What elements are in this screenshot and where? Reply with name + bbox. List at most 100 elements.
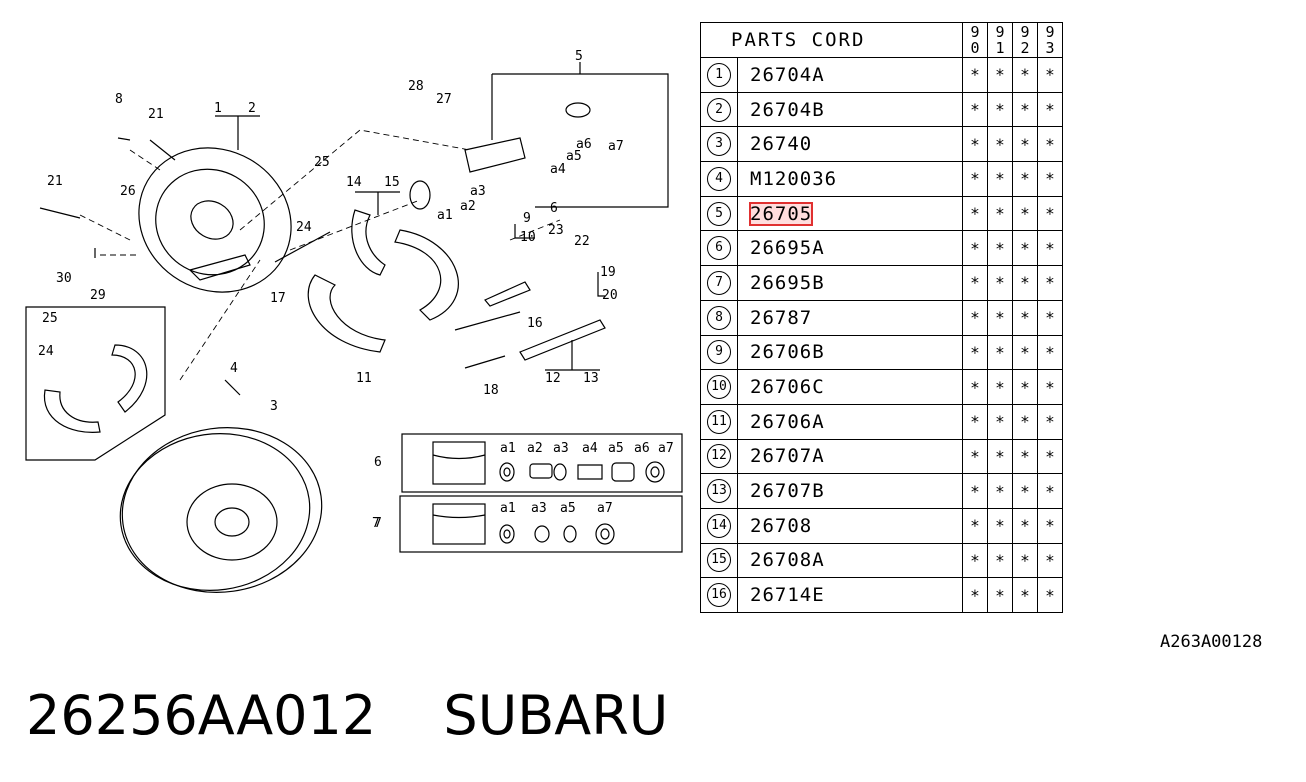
year-mark: * xyxy=(1037,507,1063,544)
callout-24a: 24 xyxy=(296,220,312,235)
year-mark: * xyxy=(987,126,1013,163)
row-number: 7 xyxy=(700,265,738,301)
kit-7-a7: a7 xyxy=(597,501,613,516)
year-mark: * xyxy=(962,577,988,613)
subpart-a7: a7 xyxy=(608,139,624,154)
callout-4: 4 xyxy=(230,361,238,376)
row-number: 2 xyxy=(700,91,738,128)
part-code: 26695A xyxy=(750,237,825,260)
part-code: 26704B xyxy=(750,98,825,121)
part-code-cell: 26708A xyxy=(737,542,963,579)
callout-8: 8 xyxy=(115,92,123,107)
callout-11: 11 xyxy=(356,371,372,386)
callout-9: 9 xyxy=(523,211,531,226)
part-code: 26787 xyxy=(750,306,813,329)
part-code: 26707A xyxy=(750,445,825,468)
row-number-circle: 14 xyxy=(707,513,731,538)
callout-28: 28 xyxy=(408,79,424,94)
part-code: 26714E xyxy=(750,584,825,607)
row-number: 8 xyxy=(700,299,738,336)
part-code-cell: 26705 xyxy=(737,195,963,232)
subpart-a5: a5 xyxy=(566,149,582,164)
year-mark: * xyxy=(1012,299,1038,336)
callout-12: 12 xyxy=(545,371,561,386)
year-mark: * xyxy=(1012,507,1038,544)
year-mark: * xyxy=(1037,195,1063,232)
year-mark: * xyxy=(962,57,988,93)
year-mark: * xyxy=(1037,334,1063,371)
year-mark: * xyxy=(987,473,1013,509)
year-mark: * xyxy=(962,542,988,579)
part-code: 26704A xyxy=(750,63,825,86)
year-mark: * xyxy=(1012,57,1038,93)
part-code-cell: 26708 xyxy=(737,507,963,544)
row-number-circle: 13 xyxy=(707,479,731,504)
part-code-cell: 26706C xyxy=(737,369,963,405)
year-mark: * xyxy=(962,473,988,509)
row-number-circle: 2 xyxy=(707,97,731,122)
row-number-circle: 1 xyxy=(707,62,731,87)
part-code-cell: 26695A xyxy=(737,230,963,267)
subpart-a6: a6 xyxy=(576,137,592,152)
year-mark: * xyxy=(1012,161,1038,197)
year-mark: * xyxy=(987,195,1013,232)
callout-22: 22 xyxy=(574,234,590,249)
year-mark: * xyxy=(1012,473,1038,509)
callout-5: 5 xyxy=(575,49,583,64)
row-number: 14 xyxy=(700,507,738,544)
year-mark: * xyxy=(1037,161,1063,197)
callout-24b: 24 xyxy=(38,344,54,359)
callout-10: 10 xyxy=(520,230,536,245)
year-mark: * xyxy=(987,334,1013,371)
year-mark: * xyxy=(962,230,988,267)
year-mark: * xyxy=(1037,542,1063,579)
year-mark: * xyxy=(1012,577,1038,613)
footer-brand: SUBARU xyxy=(443,684,669,747)
callout-26: 26 xyxy=(120,184,136,199)
row-number: 16 xyxy=(700,577,738,613)
kit-6-a2: a2 xyxy=(527,441,543,456)
year-mark: * xyxy=(962,195,988,232)
kit-7-a3: a3 xyxy=(531,501,547,516)
year-mark: * xyxy=(962,126,988,163)
year-mark: * xyxy=(1037,473,1063,509)
callout-29: 29 xyxy=(90,288,106,303)
part-code-cell: 26704A xyxy=(737,57,963,93)
year-mark: * xyxy=(1037,438,1063,475)
part-code-cell: 26787 xyxy=(737,299,963,336)
year-mark: * xyxy=(1012,195,1038,232)
subpart-a2: a2 xyxy=(460,199,476,214)
wheel-cylinder xyxy=(464,137,526,173)
callout-1: 1 xyxy=(214,101,222,116)
callout-27: 27 xyxy=(436,92,452,107)
year-mark: * xyxy=(1037,299,1063,336)
kit-7-a1: a1 xyxy=(500,501,516,516)
part-code: 26707B xyxy=(750,480,825,503)
part-code: 26740 xyxy=(750,133,813,156)
kit-6-label: 6 xyxy=(374,455,382,470)
row-number-circle: 8 xyxy=(707,305,731,330)
kit-6-a1: a1 xyxy=(500,441,516,456)
part-code-cell: 26707B xyxy=(737,473,963,509)
year-mark: * xyxy=(962,299,988,336)
callout-2: 2 xyxy=(248,101,256,116)
kit-6-a3: a3 xyxy=(553,441,569,456)
row-number-circle: 7 xyxy=(707,270,731,295)
callout-15: 15 xyxy=(384,175,400,190)
year-mark: * xyxy=(1012,403,1038,440)
year-mark: * xyxy=(1012,438,1038,475)
row-number: 15 xyxy=(700,542,738,579)
part-code-cell: 26706B xyxy=(737,334,963,371)
year-mark: * xyxy=(1012,334,1038,371)
